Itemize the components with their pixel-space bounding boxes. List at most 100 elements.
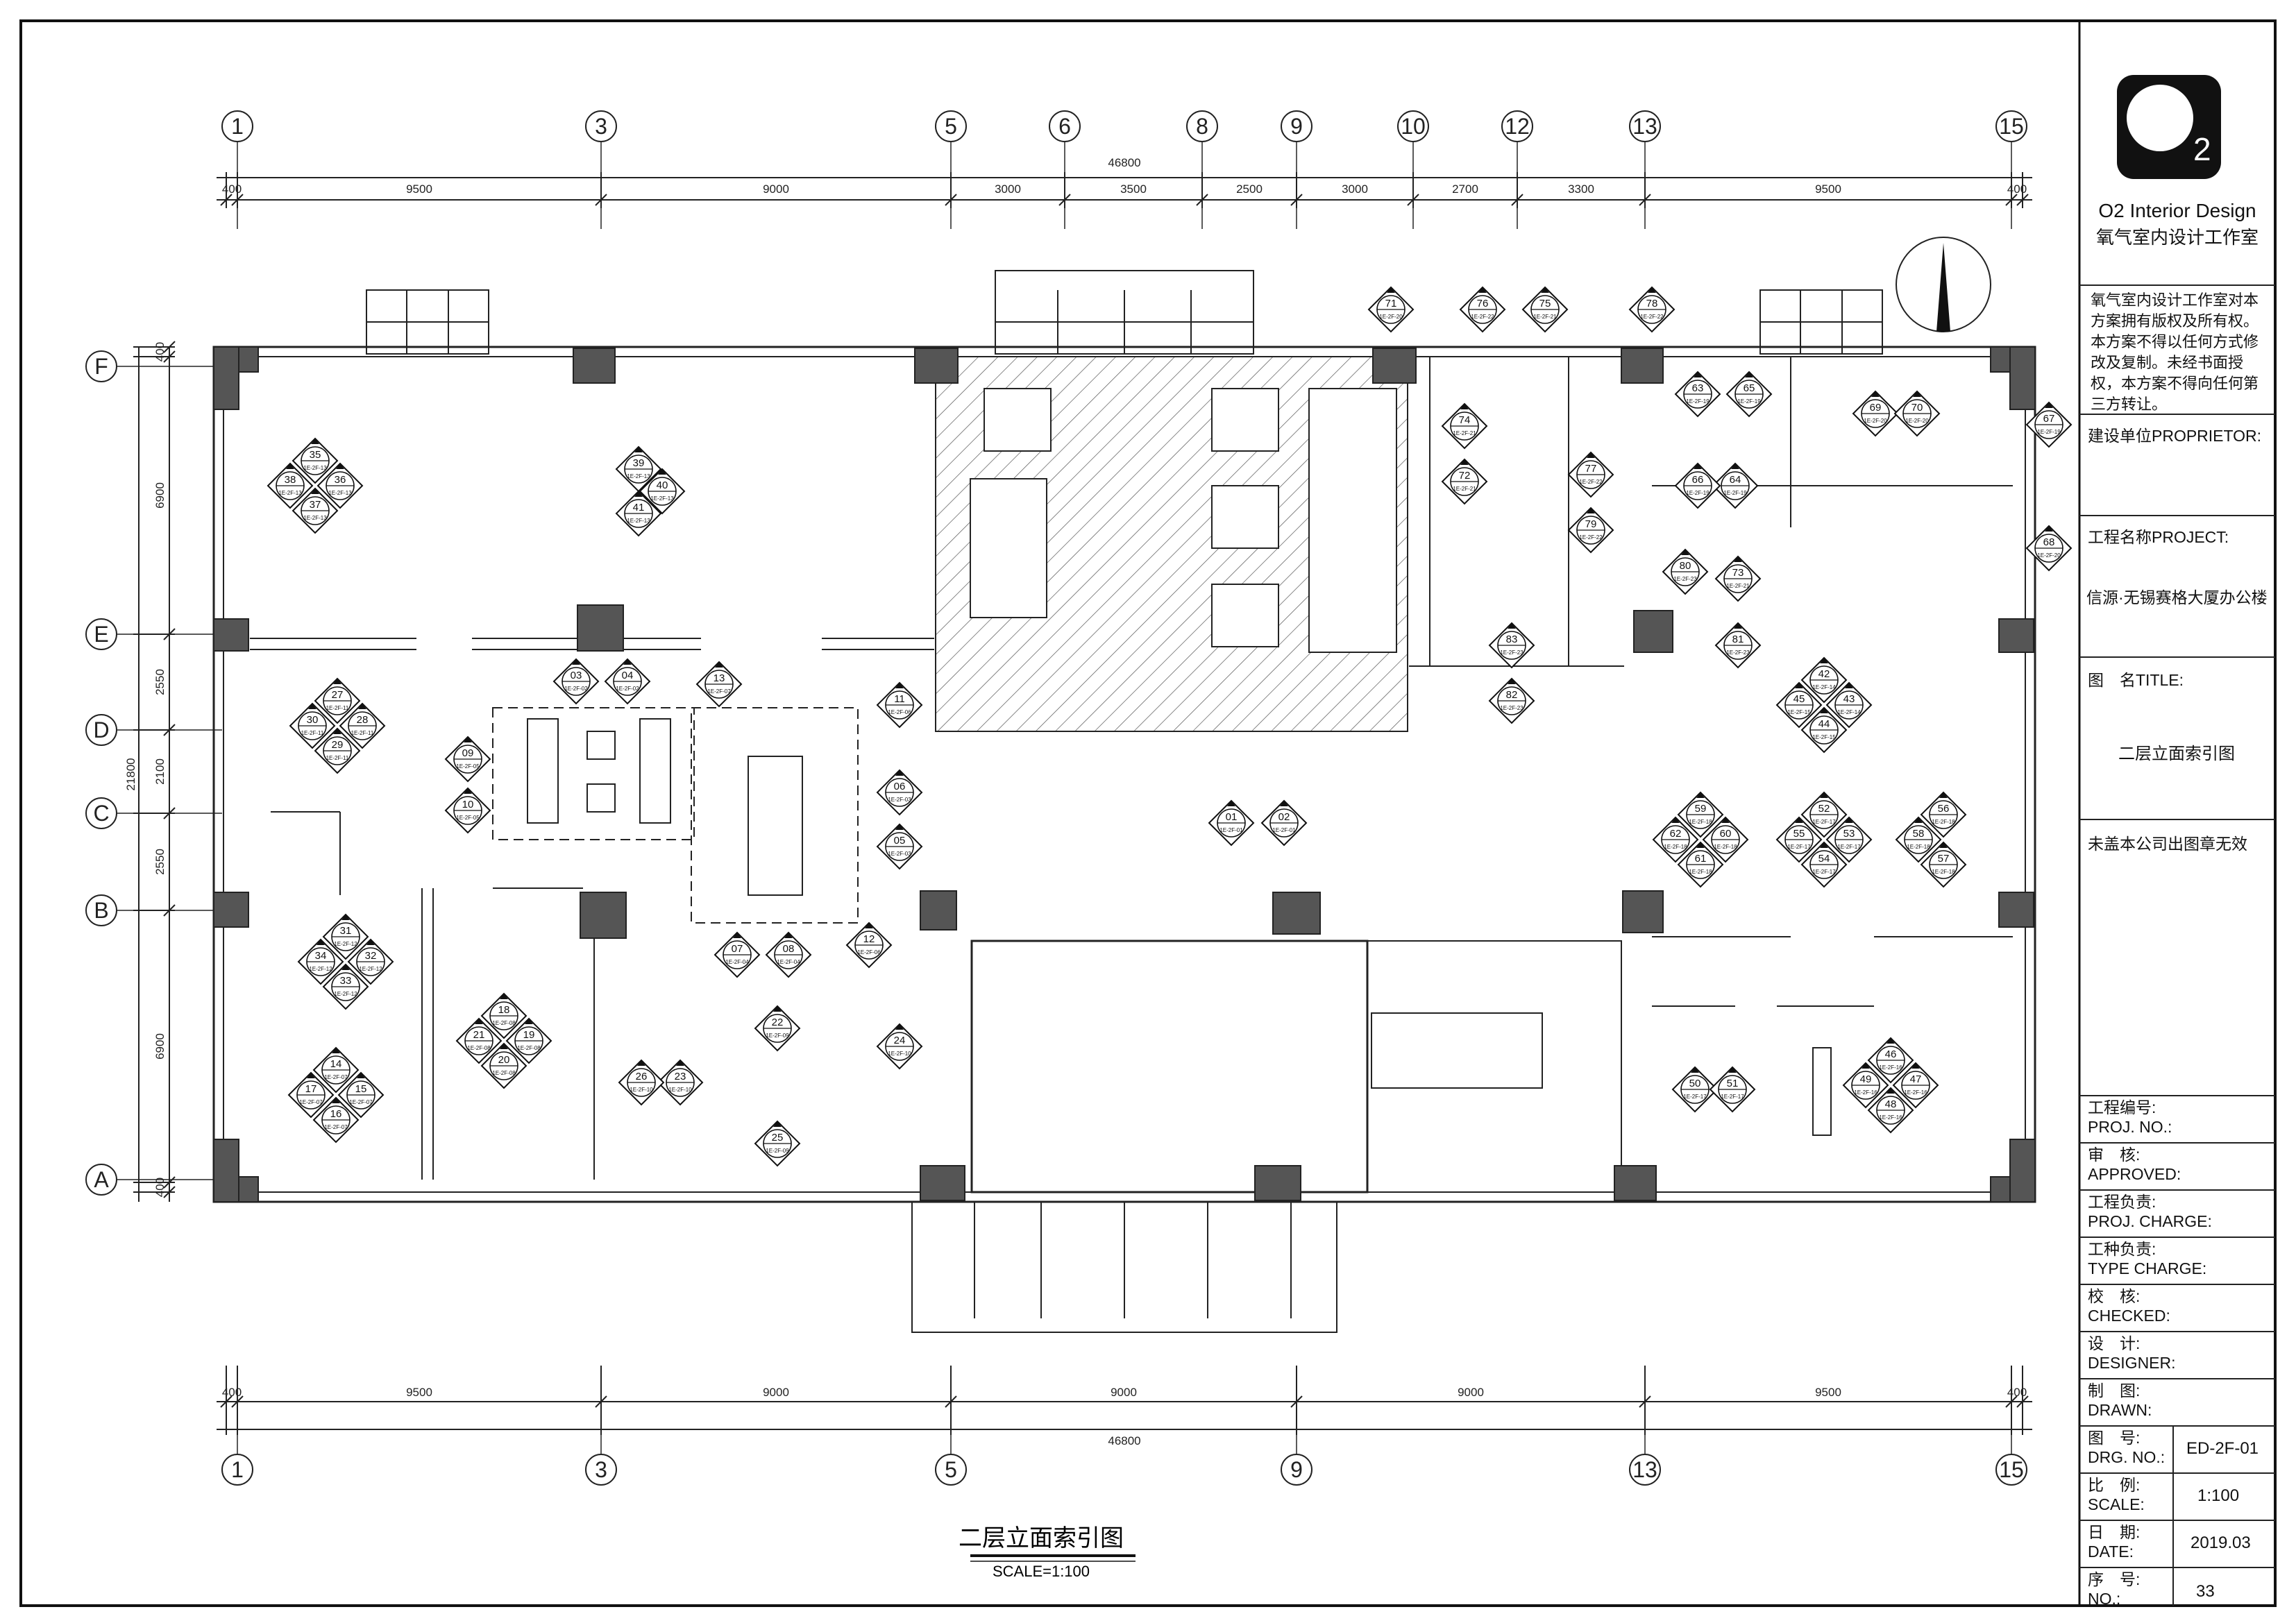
- divider: [2079, 1189, 2275, 1191]
- bottom-dim-segment: 400: [2007, 1386, 2027, 1399]
- grid-col-bubble: 10: [1397, 110, 1429, 142]
- marker-number: 22: [772, 1017, 784, 1028]
- marker-ref: 1E-2F-17: [1721, 1094, 1744, 1100]
- marker-ref: 1E-2F-18: [1714, 844, 1737, 850]
- marker-number: 32: [365, 950, 377, 962]
- divider: [2079, 414, 2275, 415]
- divider: [2079, 284, 2275, 286]
- top-dim-segment: 400: [2007, 182, 2027, 196]
- sheet-border: [19, 19, 2277, 1607]
- brand-logo: 2: [2117, 75, 2221, 179]
- marker-ref: 1E-2F-13: [650, 495, 674, 502]
- svg-text:B: B: [94, 898, 108, 923]
- side-table: [586, 783, 616, 813]
- divider: [2079, 656, 2275, 658]
- marker-number: 40: [657, 479, 668, 491]
- marker-ref: 1E-2F-10: [630, 1087, 653, 1093]
- svg-text:3: 3: [595, 114, 607, 139]
- marker-ref: 1E-2F-19: [1723, 490, 1747, 496]
- grid-row-bubble: C: [85, 797, 117, 829]
- top-dim-segment: 400: [222, 182, 242, 196]
- divider: [2079, 1567, 2275, 1568]
- top-dim-segment: 2700: [1452, 182, 1478, 196]
- marker-number: 28: [357, 714, 369, 726]
- marker-ref: 1E-2F-16: [1879, 1114, 1902, 1121]
- marker-ref: 1E-2F-11: [301, 730, 324, 736]
- grid-col-bubble: 13: [1629, 1454, 1661, 1486]
- grid-col-bubble: 13: [1629, 110, 1661, 142]
- marker-number: 14: [330, 1058, 342, 1070]
- marker-ref: 1E-2F-21: [1726, 583, 1750, 589]
- bottom-dim-segment: 400: [222, 1386, 242, 1399]
- marker-ref: 1E-2F-23: [1500, 705, 1523, 711]
- side-table: [586, 731, 616, 760]
- grid-col-bubble: 1: [221, 1454, 253, 1486]
- marker-number: 02: [1278, 811, 1290, 823]
- marker-ref: 1E-2F-02: [564, 686, 588, 692]
- marker-ref: 1E-2F-23: [1500, 649, 1523, 656]
- marker-ref: 1E-2F-17: [1787, 844, 1811, 850]
- marker-number: 36: [335, 474, 346, 486]
- marker-ref: 1E-2F-12: [309, 966, 332, 972]
- bottom-dim-segment: 9500: [1815, 1386, 1841, 1399]
- marker-ref: 1E-2F-08: [467, 1045, 491, 1051]
- marker-number: 35: [310, 449, 321, 461]
- seq-label: 序 号: NO.:: [2088, 1570, 2141, 1608]
- marker-number: 54: [1818, 853, 1830, 865]
- marker-ref: 1E-2F-20: [1864, 418, 1887, 424]
- svg-text:C: C: [93, 801, 109, 826]
- marker-number: 01: [1226, 811, 1238, 823]
- divider: [2079, 1237, 2275, 1238]
- marker-number: 81: [1732, 634, 1744, 645]
- marker-number: 78: [1646, 298, 1658, 309]
- structural-column: [577, 604, 624, 652]
- meeting-table: [748, 756, 803, 896]
- grid-col-bubble: 1: [221, 110, 253, 142]
- checked-label: 校 核: CHECKED:: [2088, 1287, 2170, 1325]
- marker-number: 53: [1843, 828, 1855, 840]
- divider: [2079, 819, 2275, 820]
- marker-ref: 1E-2F-17: [1812, 819, 1836, 825]
- marker-number: 52: [1818, 803, 1830, 815]
- grid-col-bubble: 8: [1186, 110, 1218, 142]
- marker-number: 63: [1692, 382, 1704, 394]
- grid-col-bubble: 12: [1501, 110, 1533, 142]
- elevation-index-markers: 011E-2F-01021E-2F-01031E-2F-02041E-2F-02…: [267, 286, 2073, 1167]
- marker-number: 09: [462, 747, 474, 759]
- sofa: [639, 718, 671, 824]
- marker-number: 25: [772, 1132, 784, 1144]
- marker-ref: 1E-2F-16: [1904, 1089, 1927, 1096]
- svg-text:13: 13: [1632, 114, 1657, 139]
- marker-number: 38: [285, 474, 296, 486]
- drg-no-label: 图 号: DRG. NO.:: [2088, 1429, 2166, 1466]
- marker-ref: 1E-2F-08: [492, 1020, 516, 1026]
- marker-number: 51: [1727, 1078, 1739, 1089]
- top-dim-total: 46800: [1108, 156, 1140, 169]
- marker-ref: 1E-2F-13: [278, 490, 302, 496]
- structural-column: [213, 892, 249, 928]
- marker-number: 29: [332, 739, 344, 751]
- stair-core: [970, 478, 1047, 618]
- top-dim-segment: 3000: [1342, 182, 1368, 196]
- marker-ref: 1E-2F-06: [857, 949, 881, 955]
- marker-number: 47: [1910, 1073, 1922, 1085]
- stair-atrium: [1367, 940, 1622, 1193]
- marker-ref: 1E-2F-12: [334, 941, 357, 947]
- marker-ref: 1E-2F-20: [1379, 314, 1403, 320]
- left-dim-segment: 400: [153, 342, 167, 362]
